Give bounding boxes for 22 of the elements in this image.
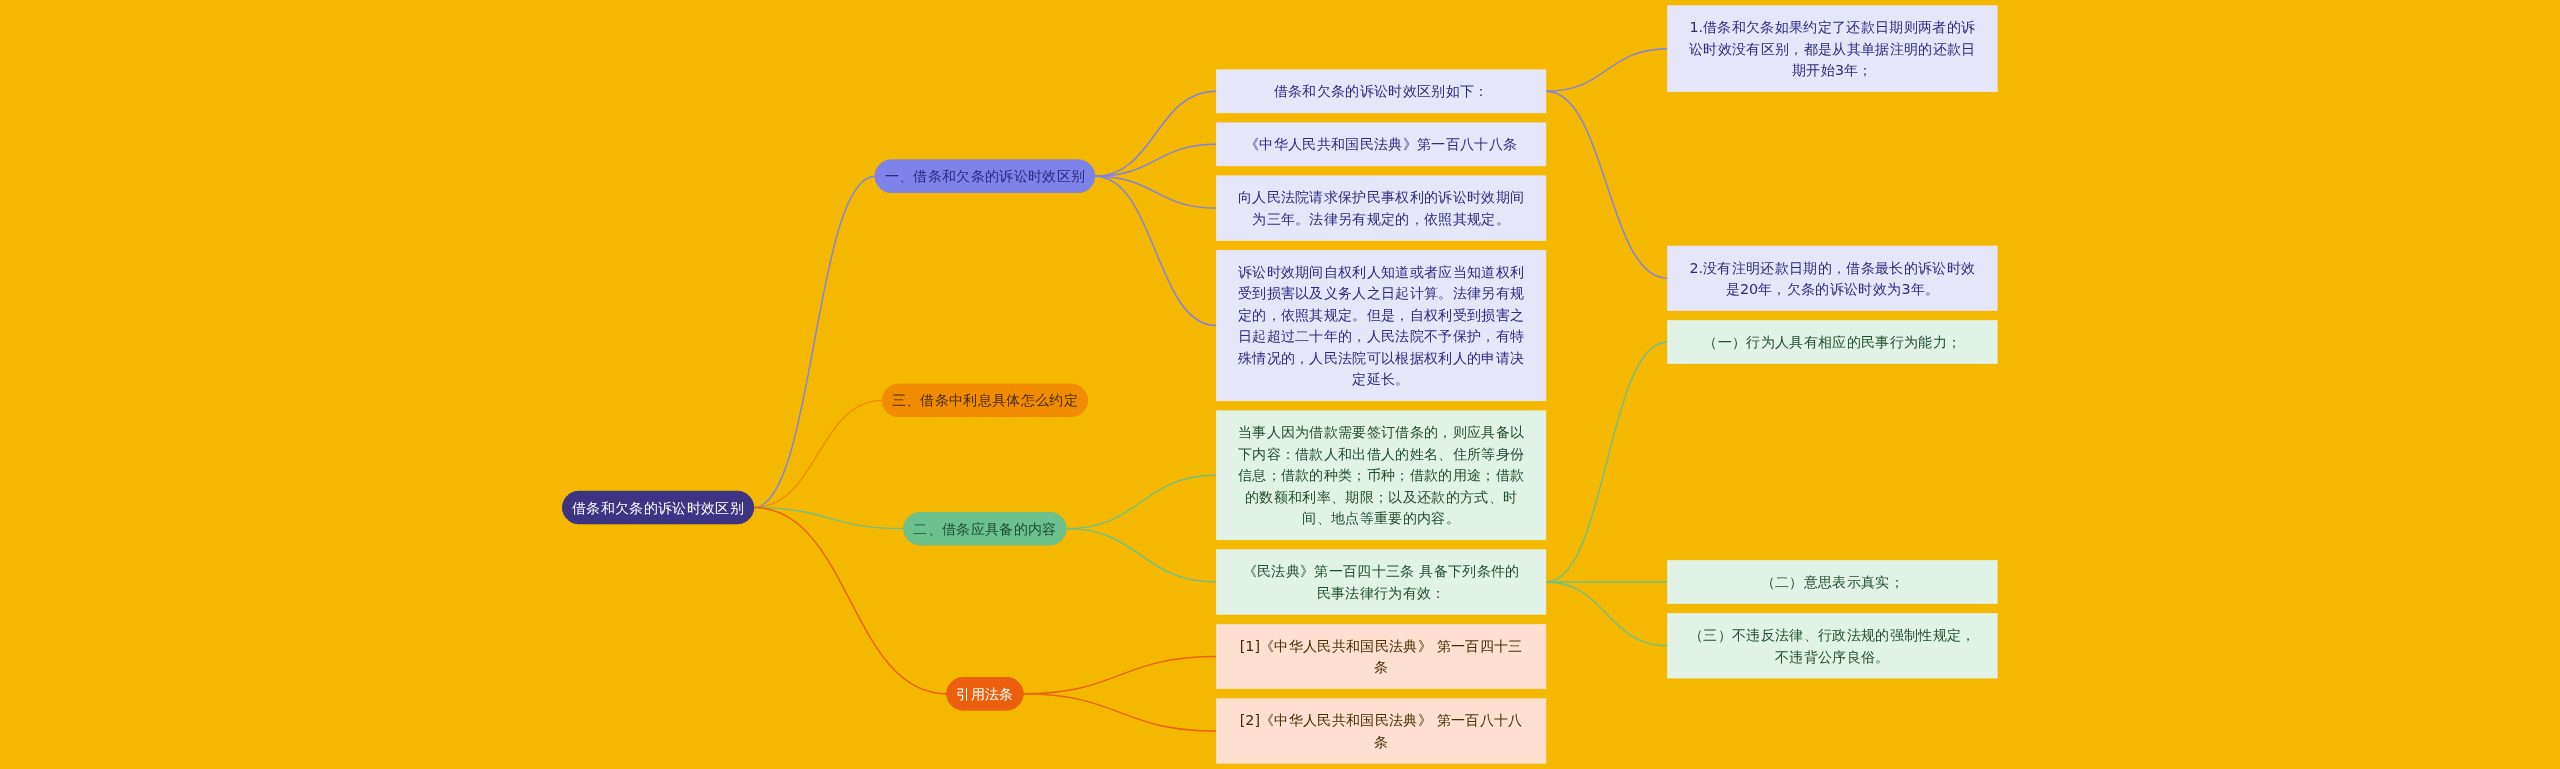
- node-box: 1.借条和欠条如果约定了还款日期则两者的诉讼时效没有区别，都是从其单据注明的还款日期开始3年；: [1667, 5, 1998, 93]
- connector: [1093, 90, 1218, 177]
- node-box: 借条和欠条的诉讼时效区别如下：: [1216, 69, 1547, 114]
- node-box: 当事人因为借款需要签订借条的，则应具备以下内容：借款人和出借人的姓名、住所等身份信息；借款的种类；币种；借款的用途；借款的数额和利率、期限；以及还款的方式、时间、地点等重要的内容。: [1216, 410, 1547, 541]
- connector: [1545, 48, 1669, 93]
- node-box: （一）行为人具有相应的民事行为能力；: [1667, 320, 1998, 364]
- connector: [1022, 693, 1218, 732]
- connector: [1093, 175, 1218, 327]
- connector: [1545, 90, 1669, 279]
- connector: [1093, 143, 1218, 177]
- node-box: [2]《中华人民共和国民法典》 第一百八十八条: [1216, 698, 1547, 764]
- node-box: 《民法典》第一百四十三条 具备下列条件的民事法律行为有效：: [1216, 549, 1547, 615]
- connector: [1545, 581, 1669, 647]
- node-box: 2.没有注明还款日期的，借条最长的诉讼时效是20年，欠条的诉讼时效为3年。: [1667, 245, 1998, 311]
- connector: [1065, 527, 1218, 583]
- node-box: （二）意思表示真实；: [1667, 560, 1998, 604]
- node-box: [1]《中华人民共和国民法典》 第一百四十三条: [1216, 623, 1547, 690]
- connector: [752, 506, 948, 695]
- node-box: 诉讼时效期间自权利人知道或者应当知道权利受到损害以及义务人之日起计算。法律另有规定的，依照其规定。但是，自权利受到损害之日起超过二十年的，人民法院不予保护，有特殊情况的，人民法院可以根据权利人的申请决定延长。: [1216, 250, 1547, 402]
- node-box: 向人民法院请求保护民事权利的诉讼时效期间为三年。法律另有规定的，依照其规定。: [1216, 175, 1547, 241]
- node-box: 《中华人民共和国民法典》第一百八十八条: [1216, 122, 1547, 167]
- node-box: （三）不违反法律、行政法规的强制性规定，不违背公序良俗。: [1667, 613, 1998, 679]
